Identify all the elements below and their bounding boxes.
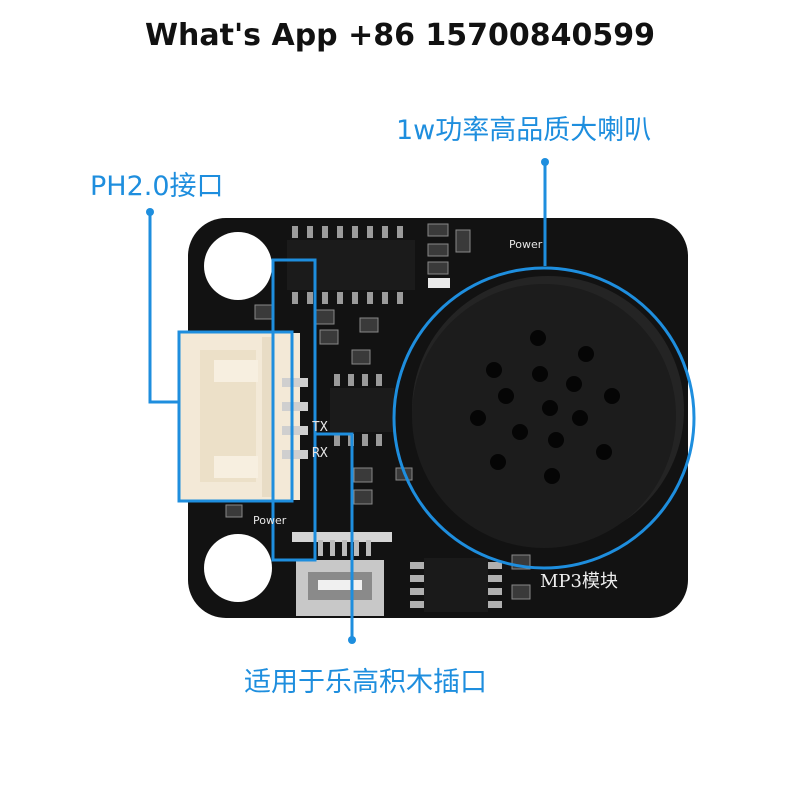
ic-top bbox=[287, 226, 415, 304]
connector-highlight bbox=[177, 330, 294, 503]
callout-connector: PH2.0接口 bbox=[90, 171, 224, 202]
contact-title: What's App +86 15700840599 bbox=[144, 18, 656, 53]
power-label-bottom: Power bbox=[253, 514, 287, 527]
power-label-top: Power bbox=[509, 238, 543, 251]
callout-lego-port: 适用于乐高积木插口 bbox=[244, 667, 487, 698]
mounting-hole-bottom-left bbox=[204, 534, 272, 602]
smd-components bbox=[225, 223, 531, 600]
ph2-connector bbox=[180, 333, 308, 500]
ic-bottom bbox=[410, 558, 502, 612]
pin-label-rx: RX bbox=[312, 446, 328, 461]
callout-speaker: 1w功率高品质大喇叭 bbox=[396, 115, 652, 146]
led-power bbox=[428, 278, 450, 288]
ic-middle bbox=[330, 374, 394, 446]
leader-lego bbox=[315, 432, 354, 640]
lego-port-highlight bbox=[271, 258, 317, 562]
pin-label-tx: TX bbox=[312, 420, 328, 435]
leader-connector bbox=[148, 212, 180, 404]
module-name-label: MP3模块 bbox=[540, 571, 618, 592]
speaker-grille-holes bbox=[470, 330, 620, 484]
micro-usb-port bbox=[292, 532, 392, 616]
speaker bbox=[392, 266, 696, 570]
mounting-hole-top-left bbox=[204, 232, 272, 300]
